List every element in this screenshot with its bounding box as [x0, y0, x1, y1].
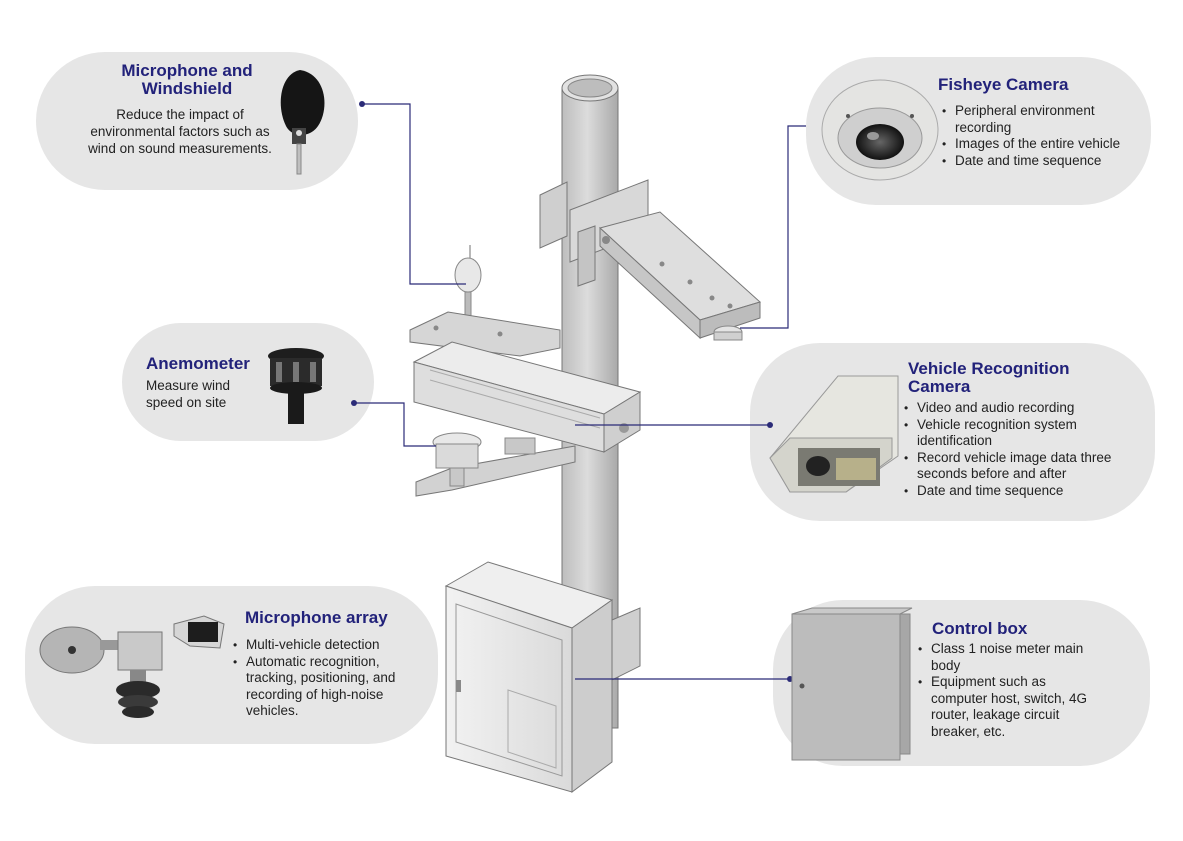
control-box-bullet: Equipment such as computer host, switch,…	[918, 674, 1104, 740]
control-box-title: Control box	[932, 619, 1028, 638]
pole-cabinet	[444, 561, 641, 793]
connector-microphone	[362, 103, 466, 285]
connector-dots	[351, 101, 793, 682]
vehicle-recognition-camera-title: Vehicle Recognition Camera	[908, 359, 1070, 396]
fisheye-camera-title: Fisheye Camera	[938, 75, 1069, 94]
control-box-icon	[791, 607, 913, 761]
vehicle-camera-icon	[769, 375, 899, 493]
microphone-windshield-description: Reduce the impact of environmental facto…	[88, 107, 272, 156]
control-box-bullets: Class 1 noise meter main body Equipment …	[918, 641, 1104, 740]
fisheye-camera-bullets: Peripheral environment recording Images …	[942, 103, 1142, 169]
vehicle-recognition-camera-bullet: Record vehicle image data three seconds …	[904, 450, 1144, 483]
fisheye-camera-bullet: Peripheral environment recording	[942, 103, 1142, 136]
microphone-windshield-title: Microphone and Windshield	[121, 61, 253, 98]
microphone-array-icon	[39, 615, 225, 718]
fisheye-camera-icon	[821, 79, 939, 181]
microphone-windshield-icon	[280, 70, 325, 175]
fisheye-arm-bracket	[539, 179, 761, 341]
microphone-array-title: Microphone array	[245, 608, 388, 627]
microphone-array-bullets: Multi-vehicle detection Automatic recogn…	[233, 637, 425, 720]
anemometer-description: Measure wind speed on site	[146, 378, 231, 410]
connector-fisheye	[740, 125, 806, 329]
vehicle-recognition-camera-bullet: Vehicle recognition system identificatio…	[904, 417, 1144, 450]
connector-lines	[354, 103, 806, 680]
anemometer-card	[122, 323, 374, 441]
control-box-bullet: Class 1 noise meter main body	[918, 641, 1104, 674]
fisheye-camera-bullet: Images of the entire vehicle	[942, 136, 1142, 153]
fisheye-camera-bullet: Date and time sequence	[942, 153, 1142, 170]
mounted-microphone	[454, 245, 482, 319]
anemometer-icon	[268, 348, 324, 424]
microphone-array-bullet: Automatic recognition, tracking, positio…	[233, 654, 425, 720]
vehicle-recognition-camera-bullets: Video and audio recording Vehicle recogn…	[904, 400, 1144, 499]
anemometer-title: Anemometer	[146, 354, 250, 373]
microphone-array-bullet: Multi-vehicle detection	[233, 637, 425, 654]
connector-anemometer	[354, 402, 436, 447]
vehicle-recognition-camera-bullet: Date and time sequence	[904, 483, 1144, 500]
vehicle-recognition-camera-bullet: Video and audio recording	[904, 400, 1144, 417]
sensor-platform	[409, 311, 561, 357]
anemometer-shelf	[415, 432, 576, 497]
